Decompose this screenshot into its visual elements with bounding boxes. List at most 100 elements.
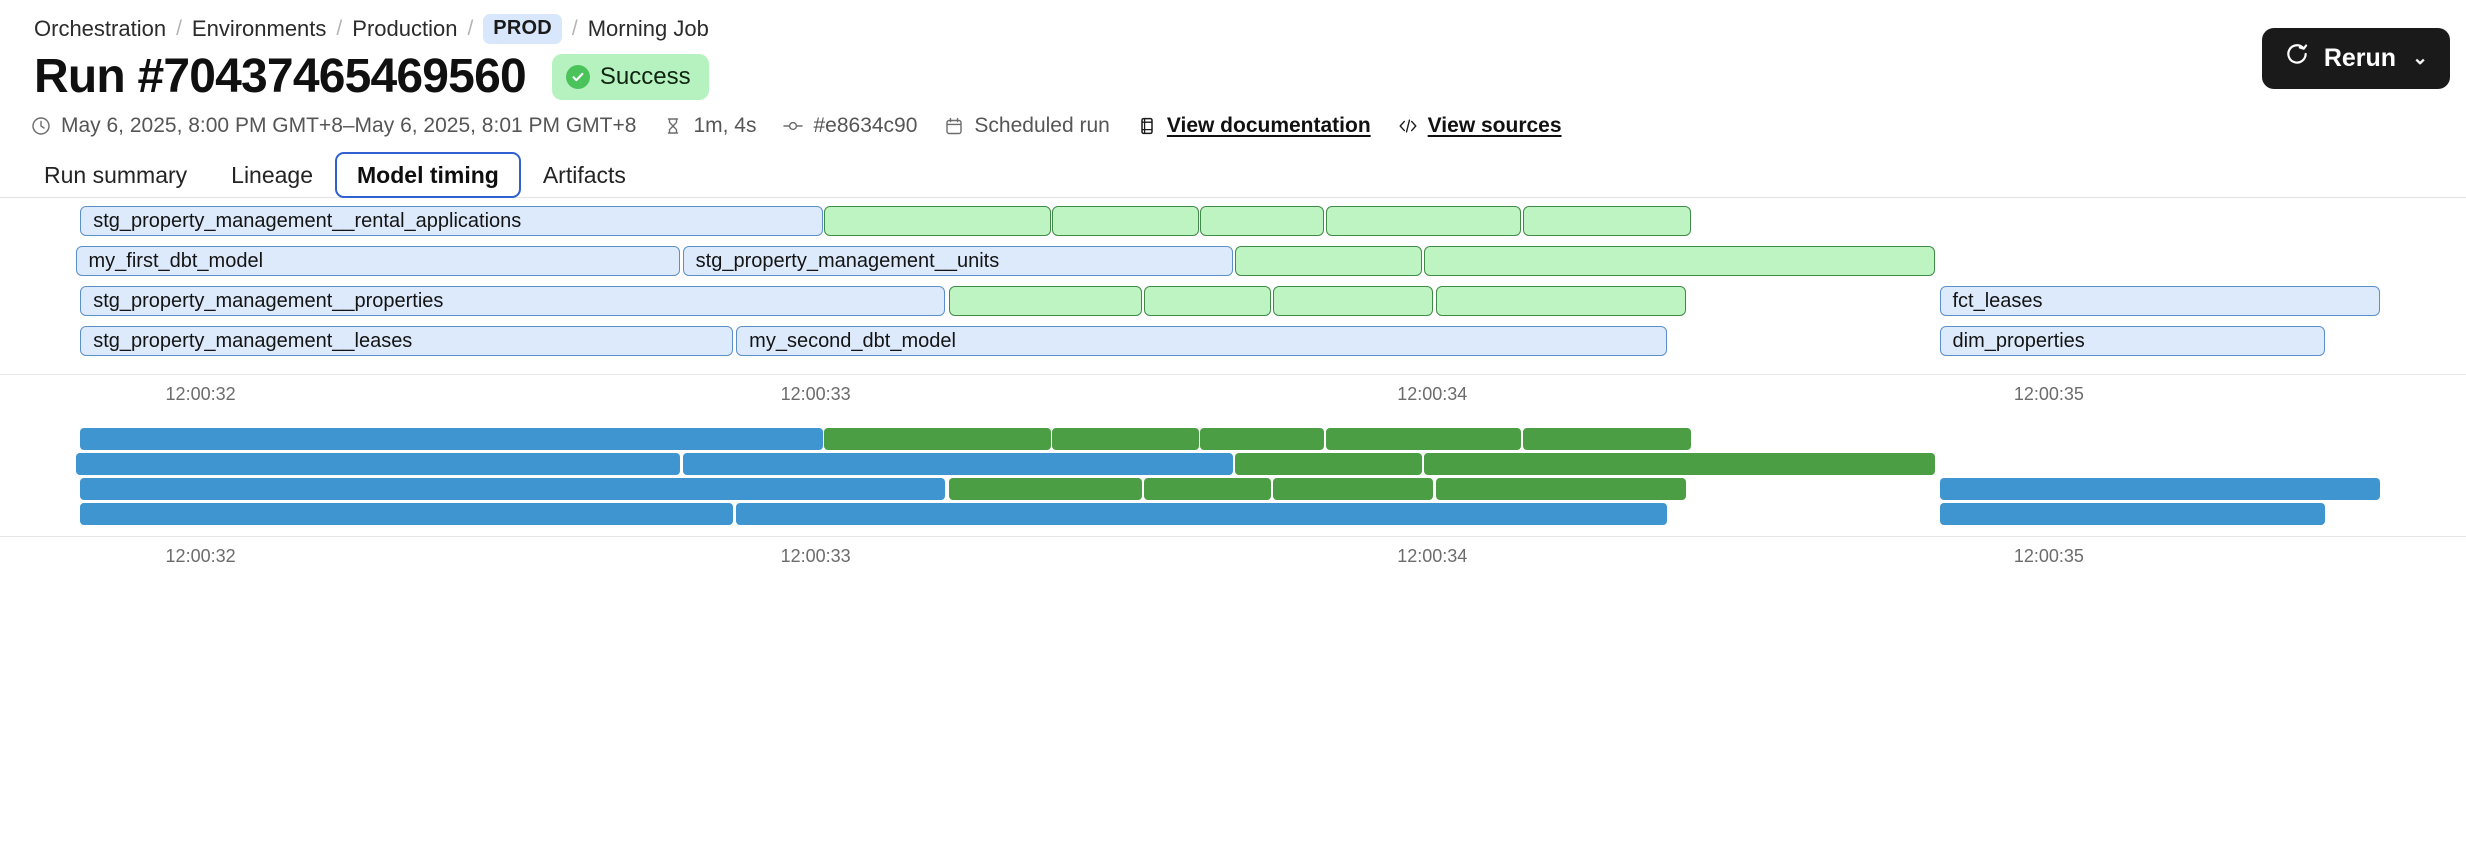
minimap-row — [0, 478, 2466, 501]
git-commit-icon — [782, 115, 804, 137]
axis-tick-label: 12:00:32 — [165, 384, 236, 405]
breadcrumb-item-production[interactable]: Production — [352, 16, 458, 41]
axis-tick-label: 12:00:35 — [2013, 384, 2084, 405]
timerange-text: May 6, 2025, 8:00 PM GMT+8–May 6, 2025, … — [61, 114, 637, 138]
minimap-bar-segment[interactable] — [1326, 428, 1522, 451]
gantt-bar-stg_property_management__units[interactable]: stg_property_management__units — [682, 246, 1234, 277]
gantt-bar-segment[interactable] — [1143, 286, 1271, 317]
gantt-bar-label: stg_property_management__leases — [93, 329, 413, 352]
model-timing-chart: stg_property_management__rental_applicat… — [0, 198, 2466, 570]
run-metadata: May 6, 2025, 8:00 PM GMT+8–May 6, 2025, … — [0, 102, 2466, 138]
gantt-bar-dim_properties[interactable]: dim_properties — [1939, 326, 2325, 357]
minimap-bar-segment[interactable] — [736, 503, 1668, 526]
gantt-row: my_first_dbt_model stg_property_managemen… — [0, 246, 2466, 277]
gantt-bar-segment[interactable] — [1326, 206, 1522, 237]
clock-icon — [30, 115, 52, 137]
gantt-bar-label: stg_property_management__units — [695, 249, 1000, 272]
minimap-row — [0, 453, 2466, 476]
page-title: Run #70437465469560 — [34, 50, 527, 103]
minimap-bar-segment[interactable] — [1272, 478, 1433, 501]
tab-bar: Run summary Lineage Model timing Artifacts — [0, 136, 2466, 199]
gantt-bar-segment[interactable] — [824, 206, 1051, 237]
gantt-row: stg_property_management__properties fct_l… — [0, 286, 2466, 317]
breadcrumb-item-morning-job[interactable]: Morning Job — [587, 16, 709, 41]
minimap-row — [0, 503, 2466, 526]
gantt-bar-segment[interactable] — [1200, 206, 1325, 237]
minimap-bar-segment[interactable] — [948, 478, 1142, 501]
minimap-bar-segment[interactable] — [80, 428, 823, 451]
minimap-bar-segment[interactable] — [1143, 478, 1271, 501]
tab-label: Lineage — [231, 161, 314, 188]
breadcrumb-separator: / — [176, 17, 182, 40]
minimap-bar-segment[interactable] — [1234, 453, 1422, 476]
view-sources-label: View sources — [1427, 114, 1562, 138]
minimap-bar-segment[interactable] — [80, 478, 946, 501]
minimap-bar-segment[interactable] — [1522, 428, 1691, 451]
commit-text: #e8634c90 — [813, 114, 918, 138]
hourglass-icon — [662, 115, 684, 137]
tab-run-summary[interactable]: Run summary — [22, 152, 209, 198]
gantt-bar-fct_leases[interactable]: fct_leases — [1939, 286, 2380, 317]
gantt-bar-my_first_dbt_model[interactable]: my_first_dbt_model — [75, 246, 680, 277]
minimap-bar-segment[interactable] — [80, 503, 733, 526]
minimap-bar-segment[interactable] — [1200, 428, 1325, 451]
breadcrumb-item-orchestration[interactable]: Orchestration — [34, 16, 167, 41]
gantt-bar-segment[interactable] — [948, 286, 1142, 317]
gantt-bar-label: dim_properties — [1952, 329, 2085, 352]
status-badge: Success — [551, 54, 709, 101]
gantt-bar-segment[interactable] — [1423, 246, 1935, 277]
gantt-bar-my_second_dbt_model[interactable]: my_second_dbt_model — [736, 326, 1668, 357]
trigger-text: Scheduled run — [974, 114, 1110, 138]
book-icon — [1136, 115, 1158, 137]
breadcrumb: Orchestration/Environments/Production/PR… — [0, 0, 2466, 44]
gantt-bar-segment[interactable] — [1272, 286, 1433, 317]
minimap-bar-segment[interactable] — [1436, 478, 1687, 501]
gantt-bar-segment[interactable] — [1234, 246, 1422, 277]
minimap-bar-segment[interactable] — [1939, 478, 2380, 501]
minimap-bar-segment[interactable] — [682, 453, 1234, 476]
gantt-bar-segment[interactable] — [1052, 206, 1199, 237]
tab-underline — [0, 197, 2466, 199]
rerun-button[interactable]: Rerun ⌄ — [2261, 28, 2450, 89]
axis-tick-label: 12:00:34 — [1397, 384, 1468, 405]
gantt-bar-segment[interactable] — [1436, 286, 1687, 317]
axis-tick-label: 12:00:35 — [2013, 546, 2084, 567]
gantt-bar-label: stg_property_management__properties — [93, 289, 444, 312]
breadcrumb-separator: / — [571, 17, 578, 40]
gantt-bar-label: stg_property_management__rental_applicat… — [93, 209, 522, 232]
axis-tick-label: 12:00:34 — [1397, 546, 1468, 567]
view-documentation-link[interactable]: View documentation — [1136, 114, 1371, 138]
gantt-bar-segment[interactable] — [1522, 206, 1691, 237]
check-circle-icon — [565, 65, 590, 90]
axis-tick-label: 12:00:33 — [780, 384, 851, 405]
code-icon — [1397, 115, 1419, 137]
minimap-bar-segment[interactable] — [824, 428, 1051, 451]
meta-duration: 1m, 4s — [662, 114, 756, 138]
tab-model-timing[interactable]: Model timing — [335, 152, 521, 199]
gantt-bar-label: my_first_dbt_model — [88, 249, 264, 272]
tab-artifacts[interactable]: Artifacts — [521, 152, 648, 198]
gantt-bar-label: my_second_dbt_model — [749, 329, 956, 352]
minimap-bar-segment[interactable] — [1052, 428, 1199, 451]
minimap-bar-segment[interactable] — [1939, 503, 2325, 526]
gantt-bar-stg_property_management__rental_applications[interactable]: stg_property_management__rental_applicat… — [80, 206, 823, 237]
axis-tick-label: 12:00:33 — [780, 546, 851, 567]
rerun-label: Rerun — [2323, 44, 2397, 72]
gantt-bar-stg_property_management__leases[interactable]: stg_property_management__leases — [80, 326, 733, 357]
gantt-bar-stg_property_management__properties[interactable]: stg_property_management__properties — [80, 286, 946, 317]
gantt-bar-label: fct_leases — [1952, 289, 2043, 312]
minimap-bar-segment[interactable] — [1423, 453, 1935, 476]
gantt-row: stg_property_management__rental_applicat… — [0, 206, 2466, 237]
minimap-row — [0, 428, 2466, 451]
gantt-axis: 12:00:32 12:00:33 12:00:34 12:00:35 — [0, 374, 2466, 412]
view-sources-link[interactable]: View sources — [1397, 114, 1562, 138]
tab-label: Run summary — [44, 161, 188, 188]
tab-lineage[interactable]: Lineage — [209, 152, 335, 198]
status-label: Success — [599, 63, 691, 91]
breadcrumb-item-environments[interactable]: Environments — [191, 16, 327, 41]
tab-label: Model timing — [357, 161, 499, 188]
minimap-bar-segment[interactable] — [75, 453, 680, 476]
calendar-icon — [943, 115, 965, 137]
